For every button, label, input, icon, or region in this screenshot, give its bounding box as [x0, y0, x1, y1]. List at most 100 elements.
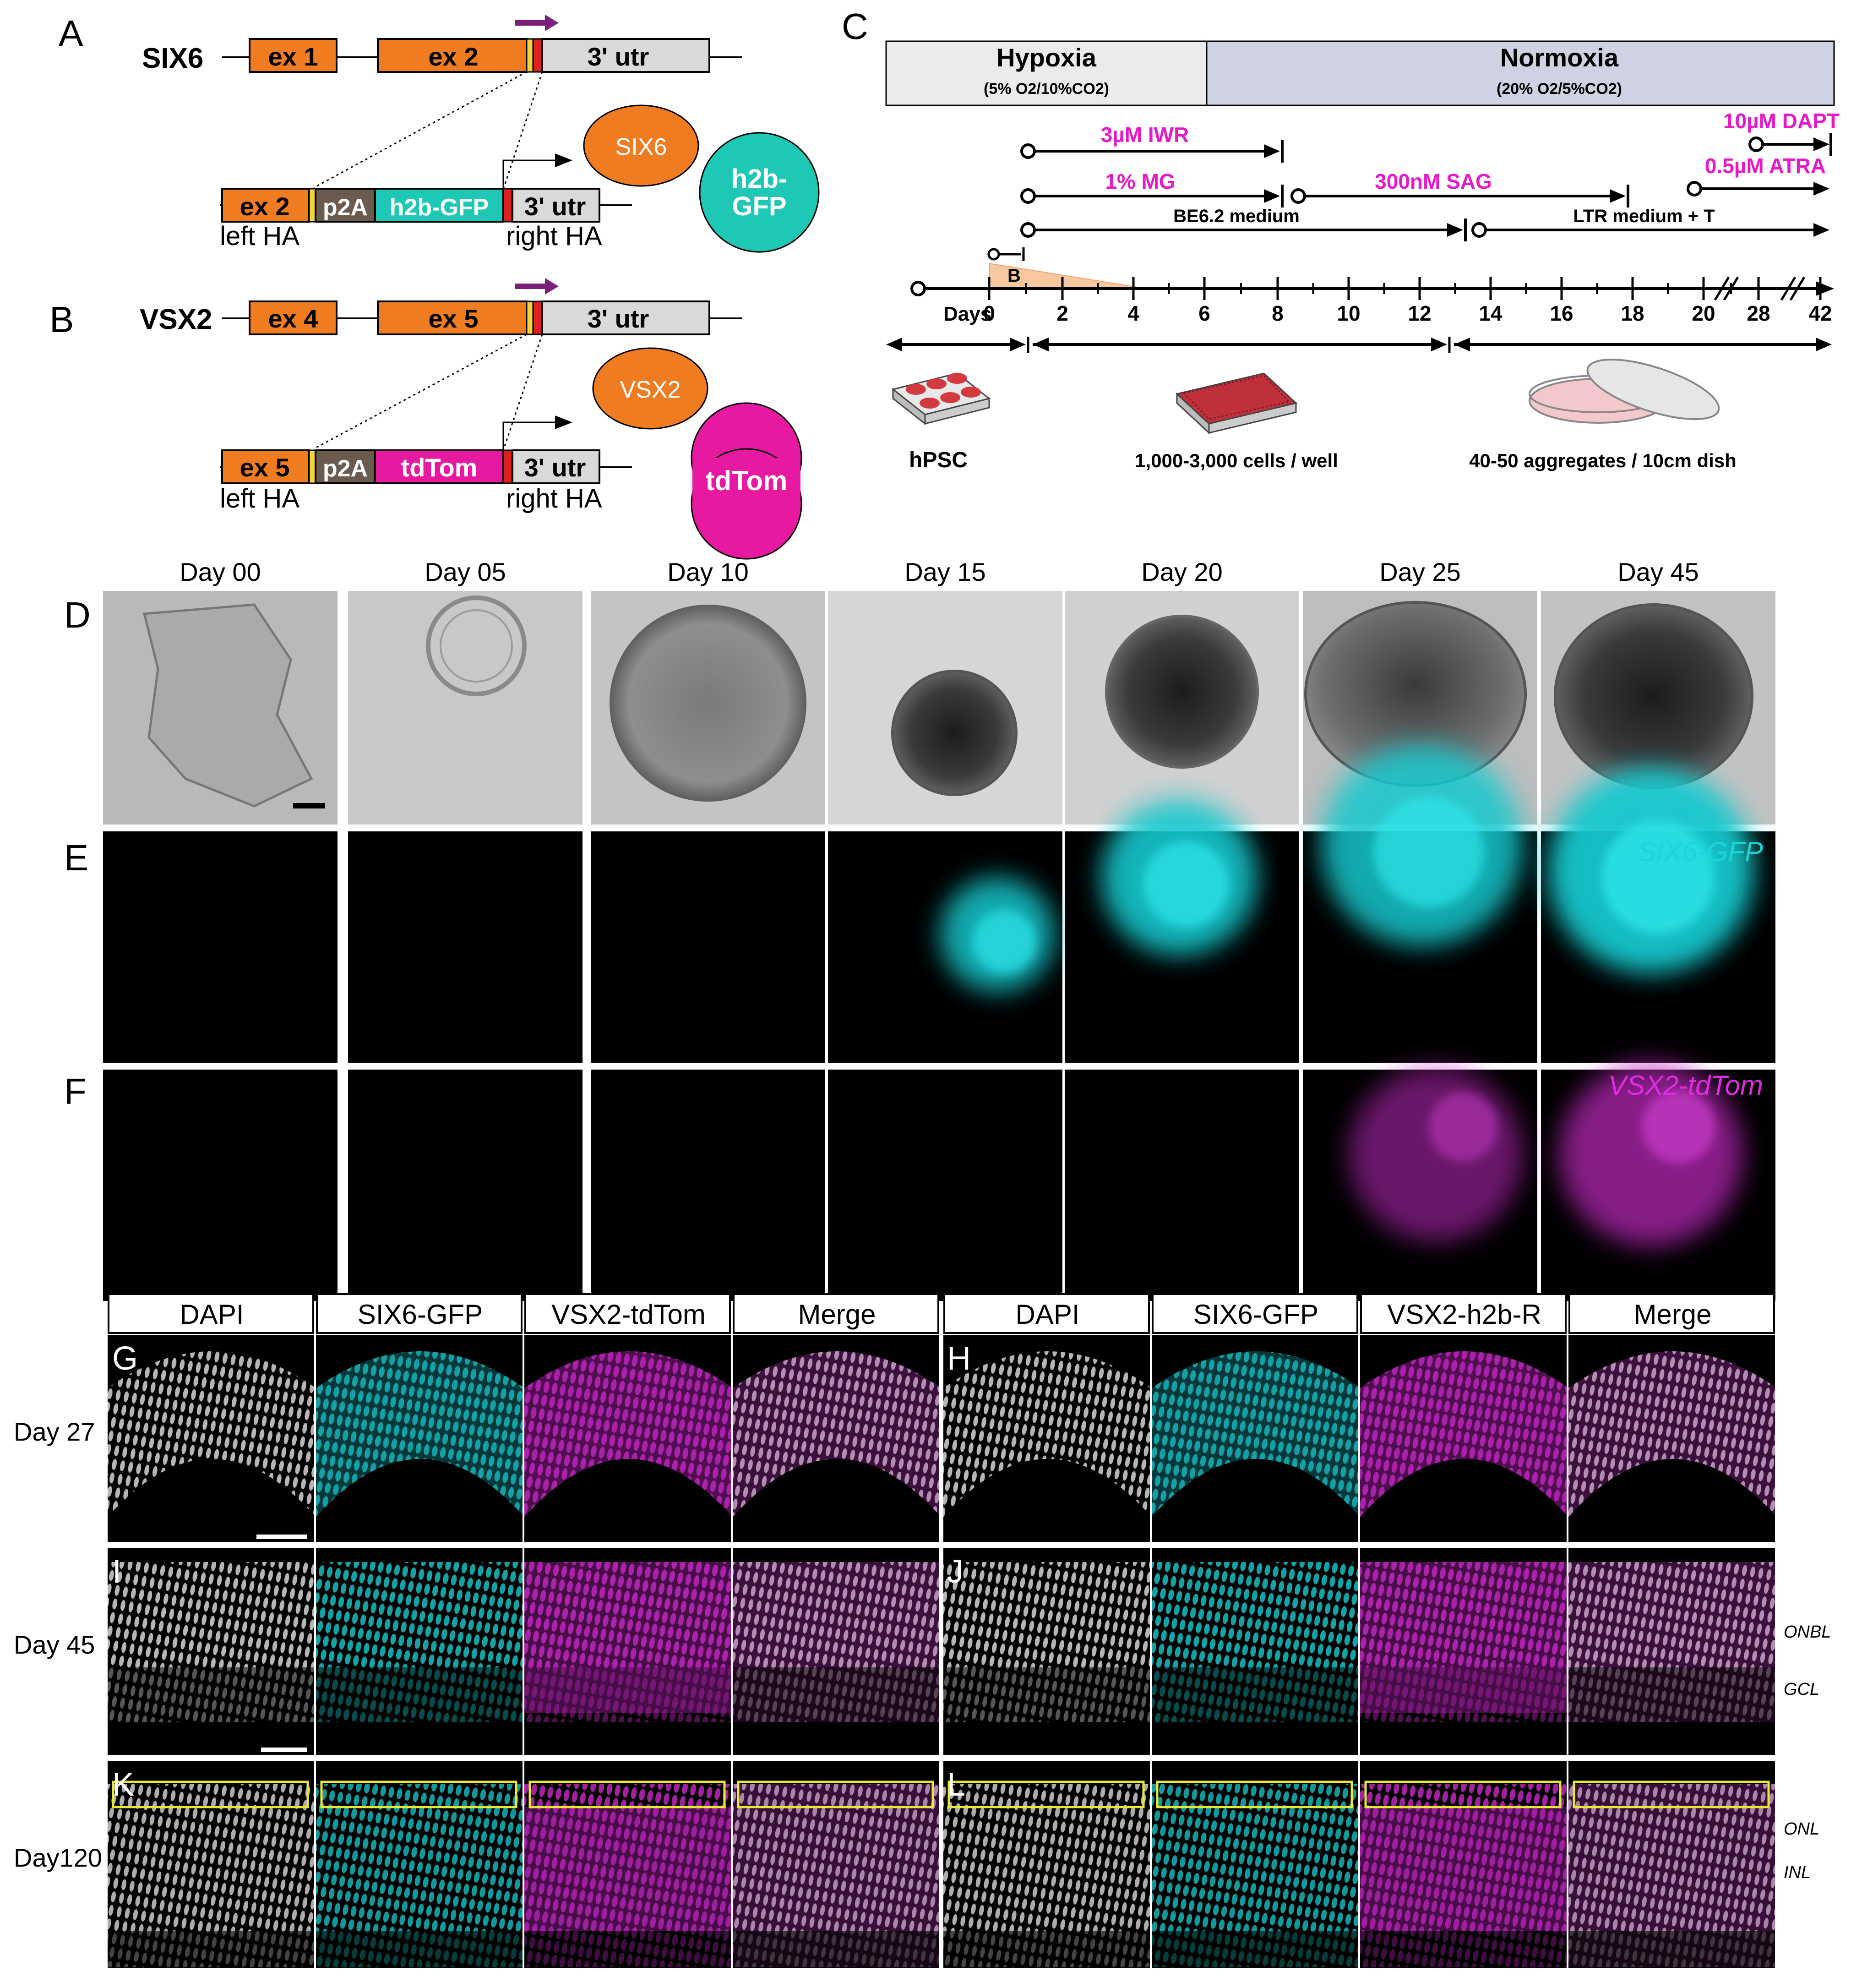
channel-header-1: SIX6-GFP [316, 1293, 523, 1334]
vsx2-right-ha: right HA [506, 484, 602, 513]
micrograph-r0-c0 [108, 1335, 314, 1542]
six-well-plate-icon [891, 372, 991, 426]
onl-box [947, 1780, 1145, 1808]
micrograph-r0-c3 [733, 1335, 939, 1542]
micrograph-r2-c7 [1568, 1761, 1775, 1968]
onl-box [1156, 1780, 1353, 1808]
tick-label-16: 16 [1550, 301, 1573, 325]
six6-construct-utr-label: 3' utr [524, 192, 586, 221]
tdtom-image-4 [1065, 1070, 1299, 1301]
panel-d-letter: D [64, 595, 91, 635]
channel-header-4: DAPI [943, 1293, 1150, 1334]
micrograph-r1-c5 [1152, 1548, 1358, 1755]
tdtom-image-0 [103, 1070, 338, 1301]
dapt-label: 10µM DAPT [1723, 109, 1840, 133]
tick-label-28: 28 [1747, 301, 1770, 325]
atra-label: 0.5µM ATRA [1705, 154, 1826, 178]
tick-label-0: 0 [983, 301, 995, 325]
vsx2-exon-4-label: ex 4 [268, 304, 318, 333]
micrograph-r1-c0 [108, 1548, 314, 1755]
day-header-4: Day 20 [1141, 557, 1222, 586]
tdtom-image-6 [1541, 1063, 1775, 1301]
vsx2-tdtom-row [103, 1063, 1775, 1301]
vsx2-utr-label: 3' utr [588, 304, 649, 333]
vsx2-exon-4 [249, 300, 338, 335]
day-header-6: Day 45 [1617, 557, 1699, 586]
treatment-atra: 0.5µM ATRA [1687, 154, 1829, 197]
gfp-image-3 [828, 831, 1062, 1063]
day-header-3: Day 15 [904, 557, 985, 586]
channel-header-6: VSX2-h2b-R [1360, 1293, 1567, 1334]
normoxia-label: Normoxia [1500, 43, 1619, 72]
tdtom-protein-label: tdTom [706, 465, 788, 496]
six6-utr [541, 38, 710, 73]
be62-label: BE6.2 medium [1173, 206, 1300, 226]
tdtom-protein [691, 402, 802, 560]
micrograph-r0-c4 [943, 1335, 1150, 1542]
micrograph-r2-c1 [316, 1761, 523, 1968]
vsx2-utr [541, 300, 710, 335]
micrograph-r2-c6 [1360, 1761, 1567, 1968]
six6-right-ha: right HA [506, 221, 602, 251]
six6-p2a [315, 188, 376, 223]
panel-a: A SIX6 ex 1 ex 2 3' utr ex 2 p2A h2b-GFP… [59, 13, 820, 253]
hypoxia-sub-label: (5% O2/10%CO2) [984, 80, 1109, 98]
day-header-1: Day 05 [425, 557, 506, 586]
onl-box [1573, 1780, 1770, 1808]
channel-header-2: VSX2-tdTom [524, 1293, 731, 1334]
stage-arrows [886, 337, 1832, 353]
normoxia-bar [1206, 40, 1835, 106]
96-well-plate-icon [1175, 372, 1298, 435]
normoxia-sub-label: (20% O2/5%CO2) [1497, 80, 1622, 98]
tick-label-2: 2 [1056, 301, 1068, 325]
channel-header-3: Merge [733, 1293, 939, 1334]
day-header-0: Day 00 [180, 557, 261, 586]
brightfield-image-1 [348, 591, 583, 825]
vsx2-construct-utr [512, 449, 600, 484]
vsx2-gene-label: VSX2 [140, 304, 212, 335]
micrograph-r1-c4 [943, 1548, 1150, 1755]
micrograph-r0-c2 [524, 1335, 731, 1542]
panel-letter-k: K [112, 1766, 134, 1803]
six6-h2b-gfp [374, 188, 504, 223]
scale-bar-i [261, 1748, 307, 1752]
vsx2-tdtom [374, 449, 504, 484]
svg-text:VSX2-h2b-R: VSX2-h2b-R [1387, 1299, 1541, 1330]
timeline-ticks [988, 277, 1822, 300]
channel-header-7: Merge [1568, 1293, 1775, 1334]
vsx2-left-ha: left HA [220, 484, 299, 513]
six6-exon-1-label: ex 1 [268, 42, 318, 71]
channel-header-0: DAPI [108, 1293, 314, 1334]
onl-box [320, 1780, 517, 1808]
vsx2-construct-exon-label: ex 5 [240, 453, 290, 482]
micrograph-r0-c7 [1568, 1335, 1775, 1542]
six6-exon-1 [249, 38, 338, 73]
six6-protein [583, 104, 699, 187]
six6-utr-label: 3' utr [588, 42, 649, 71]
tick-label-8: 8 [1272, 301, 1284, 325]
h2b-gfp-protein-label-2: GFP [732, 191, 786, 221]
svg-text:Merge: Merge [1633, 1299, 1711, 1330]
six6-protein-label: SIX6 [615, 134, 667, 160]
panel-letter-l: L [947, 1766, 965, 1803]
gfp-image-2 [591, 831, 825, 1063]
six6-gfp-label: SIX6-GFP [1638, 836, 1763, 867]
six6-construct-exon [221, 188, 310, 223]
tdtom-image-1 [348, 1070, 583, 1301]
hypoxia-label: Hypoxia [996, 43, 1097, 72]
brightfield-image-2 [591, 591, 825, 825]
brightfield-image-6 [1541, 591, 1775, 825]
panel-letter-i: I [112, 1553, 121, 1590]
panel-f-letter: F [64, 1071, 87, 1112]
brightfield-row [103, 591, 1775, 825]
onl-box [1364, 1780, 1562, 1808]
medium-ltr: LTR medium + T [1471, 206, 1829, 238]
panel-a-letter: A [59, 13, 83, 54]
row-day-2: Day120 [14, 1843, 102, 1872]
vsx2-tdtom-label: tdTom [401, 453, 478, 482]
